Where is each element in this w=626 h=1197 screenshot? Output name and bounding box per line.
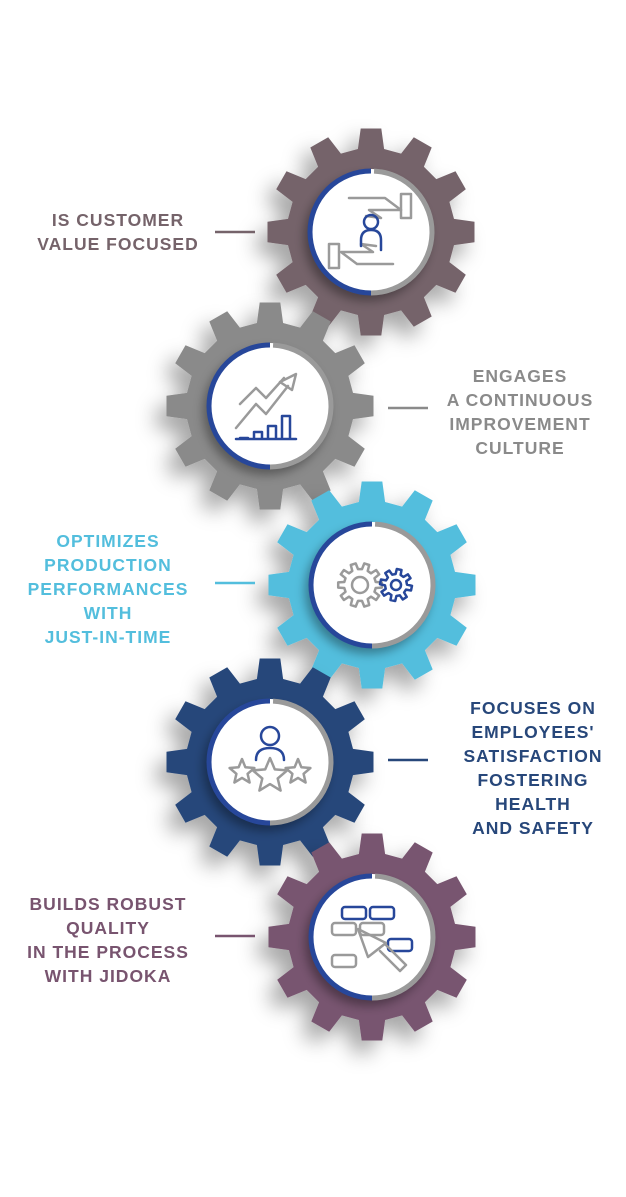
step-label-line: PERFORMANCES bbox=[28, 579, 189, 599]
blue-ring-arc bbox=[206, 342, 271, 470]
step-label-line: FOSTERING bbox=[477, 770, 588, 790]
growth-chart-icon bbox=[234, 372, 298, 441]
gear-step-2 bbox=[166, 302, 374, 510]
person-stars-icon bbox=[228, 725, 312, 792]
step-label-line: OPTIMIZES bbox=[56, 531, 159, 551]
icon-disc-inner bbox=[212, 348, 328, 464]
blue-ring-arc bbox=[206, 698, 271, 826]
step-label-line: IS CUSTOMER bbox=[52, 210, 184, 230]
step-label-line: IN THE PROCESS bbox=[27, 942, 189, 962]
hands-person-icon bbox=[327, 192, 413, 270]
blue-ring-arc bbox=[307, 168, 372, 296]
gear-step-5 bbox=[268, 833, 476, 1041]
gray-ring-arc bbox=[371, 873, 436, 1001]
step-label-line: JUST-IN-TIME bbox=[45, 627, 172, 647]
bricks-trowel-icon bbox=[330, 905, 414, 973]
step-label-line: WITH bbox=[84, 603, 133, 623]
gray-ring-arc bbox=[370, 168, 435, 296]
step-label-line: SATISFACTION bbox=[463, 746, 602, 766]
icon-disc-inner bbox=[212, 704, 328, 820]
step-label-line: QUALITY bbox=[66, 918, 150, 938]
step-label-line: HEALTH bbox=[495, 794, 571, 814]
step-label-line: AND SAFETY bbox=[472, 818, 594, 838]
gears-icon bbox=[336, 562, 414, 608]
step-label-line: IMPROVEMENT bbox=[449, 414, 590, 434]
step-label-line: A CONTINUOUS bbox=[447, 390, 594, 410]
gray-ring-arc bbox=[371, 521, 436, 649]
step-label-line: WITH JIDOKA bbox=[45, 966, 172, 986]
gray-ring-arc bbox=[269, 698, 334, 826]
icon-disc-inner bbox=[313, 174, 429, 290]
icon-disc-inner bbox=[314, 527, 430, 643]
blue-ring-arc bbox=[308, 521, 373, 649]
step-label-line: EMPLOYEES' bbox=[471, 722, 594, 742]
blue-ring-arc bbox=[308, 873, 373, 1001]
step-label-line: ENGAGES bbox=[473, 366, 568, 386]
gear-step-3 bbox=[268, 481, 476, 689]
gear-step-4 bbox=[166, 658, 374, 866]
step-label-line: FOCUSES ON bbox=[470, 698, 596, 718]
step-label-line: PRODUCTION bbox=[44, 555, 172, 575]
step-label-line: VALUE FOCUSED bbox=[37, 234, 198, 254]
gray-ring-arc bbox=[269, 342, 334, 470]
step-label-line: CULTURE bbox=[475, 438, 564, 458]
step-label-line: BUILDS ROBUST bbox=[30, 894, 187, 914]
gear-step-1 bbox=[267, 128, 475, 336]
